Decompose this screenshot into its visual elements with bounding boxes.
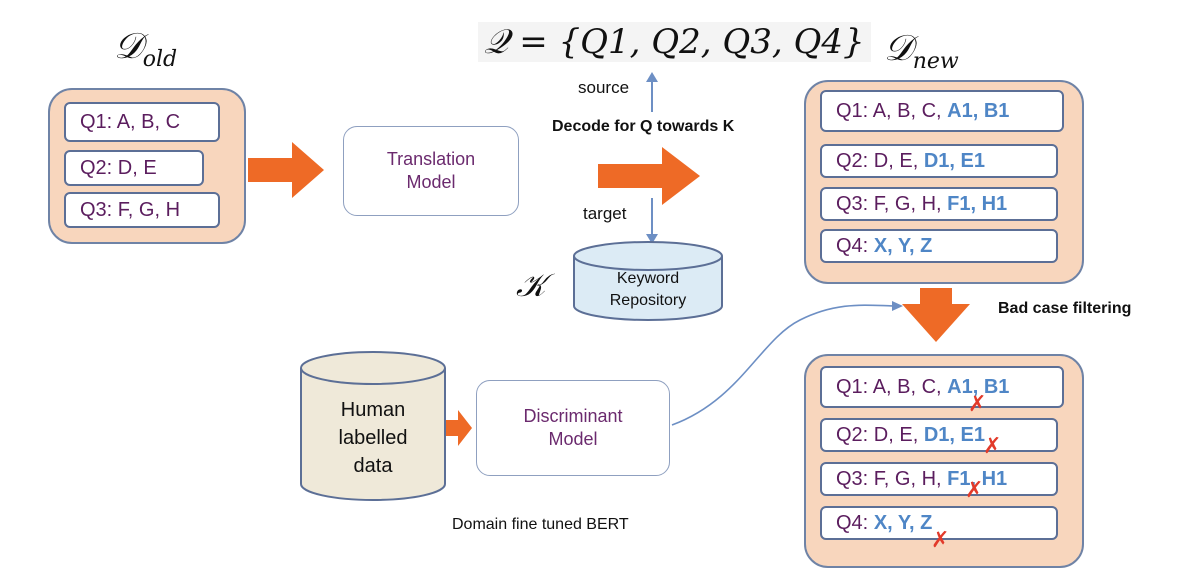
filtered-item-q4: Q4: X, Y, Z [820,506,1058,540]
bad-case-label: Bad case filtering [998,300,1132,317]
filtered-item-q1: Q1: A, B, C, A1, B1 [820,366,1064,408]
old-item-q2: Q2: D, E [64,150,204,186]
d-new-title: 𝒟new [884,28,959,74]
translation-model-line1: Translation [386,148,476,169]
d-old-title: 𝒟old [114,26,178,72]
new-item-q2: Q2: D, E, D1, E1 [820,144,1058,178]
source-label: source [578,78,630,97]
arrow-old-to-translation [248,142,324,198]
k-symbol: 𝒦 [516,266,546,304]
reject-mark-q1: ✗ [968,392,987,417]
decode-label: Decode for Q towards K [552,118,735,135]
curve-discriminant-to-filter [671,304,901,426]
target-label: target [583,204,627,223]
arrow-human-to-discriminant [444,410,472,446]
target-arrowhead [646,234,658,244]
old-item-q1: Q1: A, B, C [64,102,220,142]
arrow-bad-case [902,288,970,342]
filtered-item-q3: Q3: F, G, H, F1, H1 [820,462,1058,496]
reject-mark-q3: ✗ [965,478,984,503]
source-arrowhead [646,72,658,82]
new-item-q3: Q3: F, G, H, F1, H1 [820,187,1058,221]
q-set-title: 𝒬 = {Q1, Q2, Q3, Q4} [478,22,871,62]
bert-label: Domain fine tuned BERT [452,516,629,533]
old-item-q3: Q3: F, G, H [64,192,220,228]
reject-mark-q4: ✗ [931,528,950,553]
reject-mark-q2: ✗ [983,434,1002,459]
translation-model-line2: Model [406,172,456,192]
arrow-decode [598,147,700,205]
filtered-item-q2: Q2: D, E, D1, E1 [820,418,1058,452]
human-data-cylinder [300,351,446,501]
new-item-q1: Q1: A, B, C, A1, B1 [820,90,1064,132]
curve-arrowhead [892,301,903,311]
new-item-q4: Q4: X, Y, Z [820,229,1058,263]
keyword-repository-cylinder [573,241,723,321]
